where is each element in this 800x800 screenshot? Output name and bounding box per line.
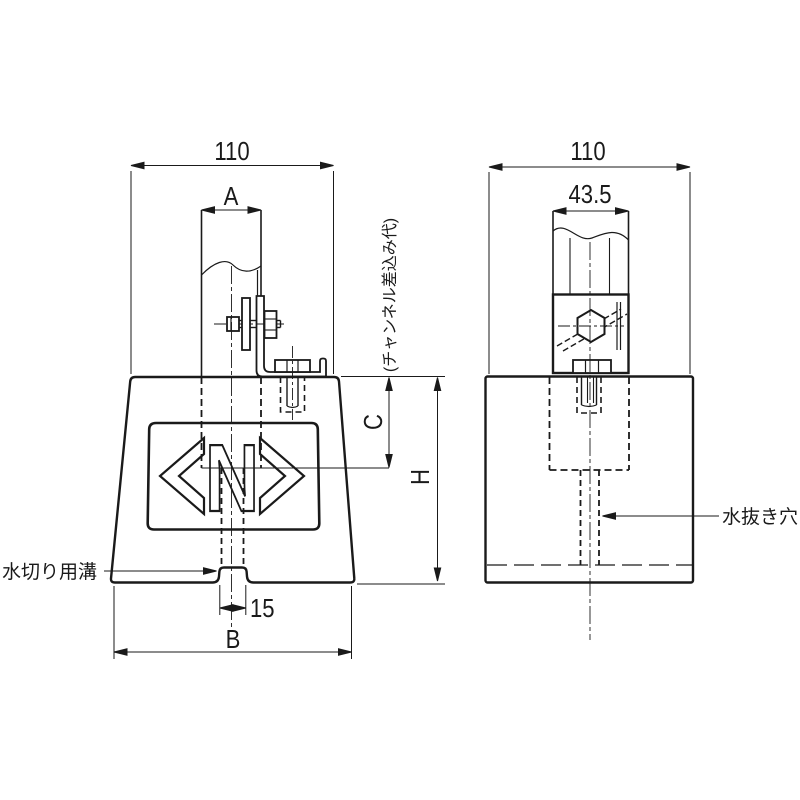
dim-channel-width-label: A — [224, 182, 240, 211]
logo-letter: N — [205, 425, 259, 532]
logo-right-chevron — [258, 435, 306, 517]
block-outline-front — [109, 375, 356, 584]
dim-height-label: H — [406, 469, 435, 485]
block-outline-side — [484, 375, 695, 584]
break-line — [201, 261, 262, 276]
label-drain-hole: 水抜き穴 — [722, 506, 798, 528]
label-drain-groove: 水切り用溝 — [2, 561, 97, 583]
labels: 110 A (チャンネル差込み代) C H 15 B 水切り用溝 110 43.… — [2, 137, 798, 654]
channel-bolt — [214, 297, 284, 351]
dim-front-top-width: 110 — [214, 137, 249, 166]
dimensions-front — [104, 161, 445, 659]
note-channel-insertion: (チャンネル差込み代) — [381, 218, 399, 372]
side-view — [484, 163, 719, 640]
dim-groove-width: 15 — [250, 594, 275, 623]
dim-insertion-depth-label: C — [359, 414, 388, 430]
dim-side-channel-width: 43.5 — [569, 180, 612, 209]
bracket-side — [551, 293, 630, 375]
channel-side — [552, 211, 630, 295]
dim-base-width-label: B — [226, 625, 241, 654]
logo-left-chevron — [158, 435, 206, 517]
hidden-lines-side — [487, 242, 692, 640]
break-line — [552, 227, 629, 241]
nut — [263, 310, 278, 339]
logo-panel — [146, 421, 321, 531]
dim-side-top-width: 110 — [570, 137, 605, 166]
front-view: N — [104, 161, 445, 659]
nut-side — [572, 359, 612, 374]
dimensions-side — [488, 163, 719, 520]
square-washer — [241, 297, 251, 351]
hidden-lines-front — [200, 266, 389, 630]
brand-logo: N — [158, 424, 306, 533]
